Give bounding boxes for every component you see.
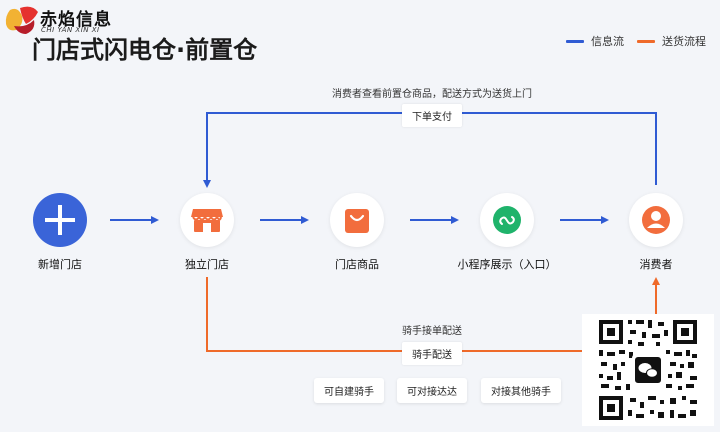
option-other-riders: 对接其他骑手 [481,378,561,403]
option-self-built-riders: 可自建骑手 [314,378,384,403]
option-dada-integration: 可对接达达 [397,378,467,403]
legend-info-line [566,39,584,43]
brand-logo [5,6,38,34]
rider-delivery-tag: 骑手配送 [402,342,462,365]
node-store-goods[interactable] [330,193,384,247]
node-label-independent-store: 独立门店 [185,258,229,271]
mini-program-icon [493,206,521,234]
node-independent-store[interactable] [180,193,234,247]
node-label-new-store: 新增门店 [38,258,82,271]
order-payment-tag: 下单支付 [402,104,462,127]
node-consumer[interactable] [629,193,683,247]
brand-name: 赤焰信息 [40,10,112,30]
legend-delivery-label: 送货流程 [662,35,706,48]
user-icon [642,206,670,234]
legend-delivery-line [637,39,655,43]
brand-subtitle: CHI YAN XIN XI [41,26,100,34]
node-new-store[interactable] [33,193,87,247]
legend-info-label: 信息流 [591,35,624,48]
qr-code[interactable] [582,314,714,426]
node-label-consumer: 消费者 [639,258,673,271]
legend-info-flow: 信息流 [566,33,624,49]
shopping-bag-icon [345,209,369,233]
top-flow-note: 消费者查看前置仓商品，配送方式为送货上门 [332,89,532,100]
bottom-flow-note: 骑手接单配送 [402,326,462,337]
node-mini-program[interactable] [480,193,534,247]
page-title: 门店式闪电仓·前置仓 [32,36,258,64]
store-icon [191,209,223,232]
plus-icon [45,205,75,235]
node-label-mini-program: 小程序展示（入口） [457,258,557,271]
qr-code-graphic [599,320,697,420]
legend-delivery-flow: 送货流程 [637,33,706,49]
node-label-store-goods: 门店商品 [335,258,379,271]
